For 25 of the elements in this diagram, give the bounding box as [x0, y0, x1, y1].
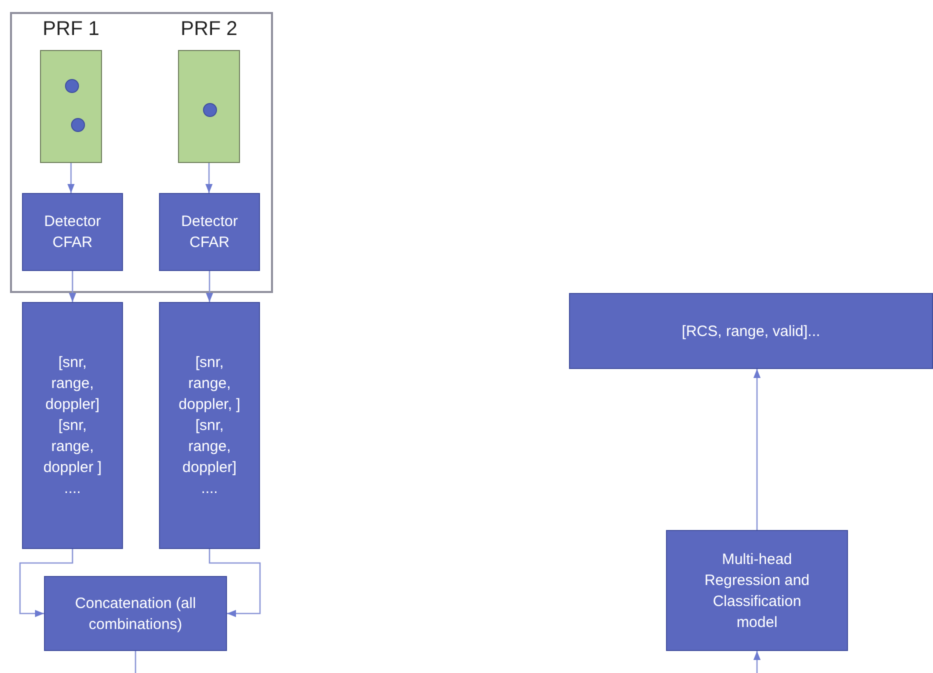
box-label: Multi-head Regression and Classification model [703, 550, 811, 632]
process-box [159, 302, 260, 549]
process-box [22, 302, 123, 549]
arrow [205, 163, 213, 193]
arrow [753, 651, 761, 673]
process-box [666, 530, 848, 651]
column-heading: PRF 2 [180, 17, 238, 42]
process-box [569, 293, 933, 369]
process-box [22, 193, 123, 271]
arrow [68, 271, 76, 302]
group-frame [10, 12, 273, 293]
process-box [44, 576, 227, 651]
box-label: [snr, range, doppler, ] [snr, range, doppler] .... [178, 353, 242, 499]
process-box [159, 193, 260, 271]
arrow [206, 271, 214, 302]
box-label: [RCS, range, valid]... [682, 322, 820, 342]
column-heading: PRF 1 [42, 17, 100, 42]
arrow [19, 549, 74, 618]
box-label: Detector CFAR [180, 212, 239, 253]
box-label: Detector CFAR [43, 212, 102, 253]
box-label: [snr, range, doppler] [snr, range, doppler ] .... [42, 353, 103, 499]
arrow [67, 163, 75, 193]
box-label: Concatenation (all combinations) [74, 594, 197, 634]
arrow [753, 369, 761, 530]
arrow [208, 549, 261, 618]
